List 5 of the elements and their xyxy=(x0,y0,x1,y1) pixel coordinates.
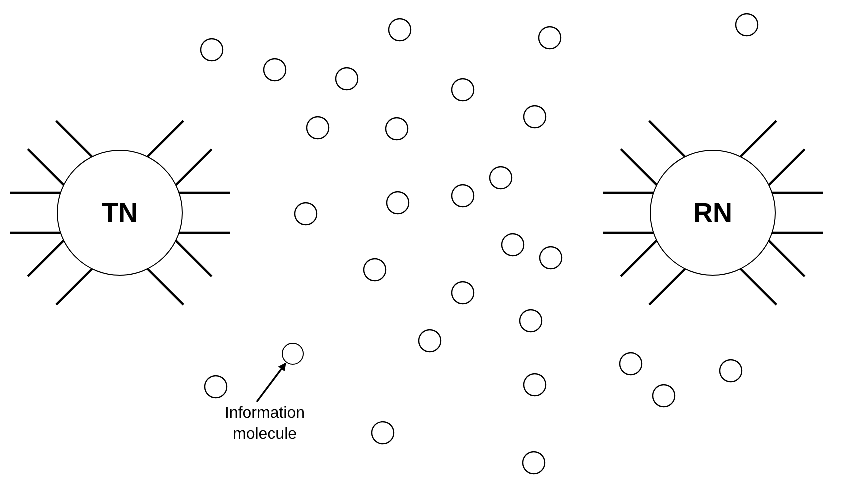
annotation-label: Information molecule xyxy=(200,403,330,445)
node-label: RN xyxy=(694,198,732,228)
leader-arrow xyxy=(256,362,287,403)
molecule-circle xyxy=(282,343,304,365)
node-label: TN xyxy=(102,198,138,228)
